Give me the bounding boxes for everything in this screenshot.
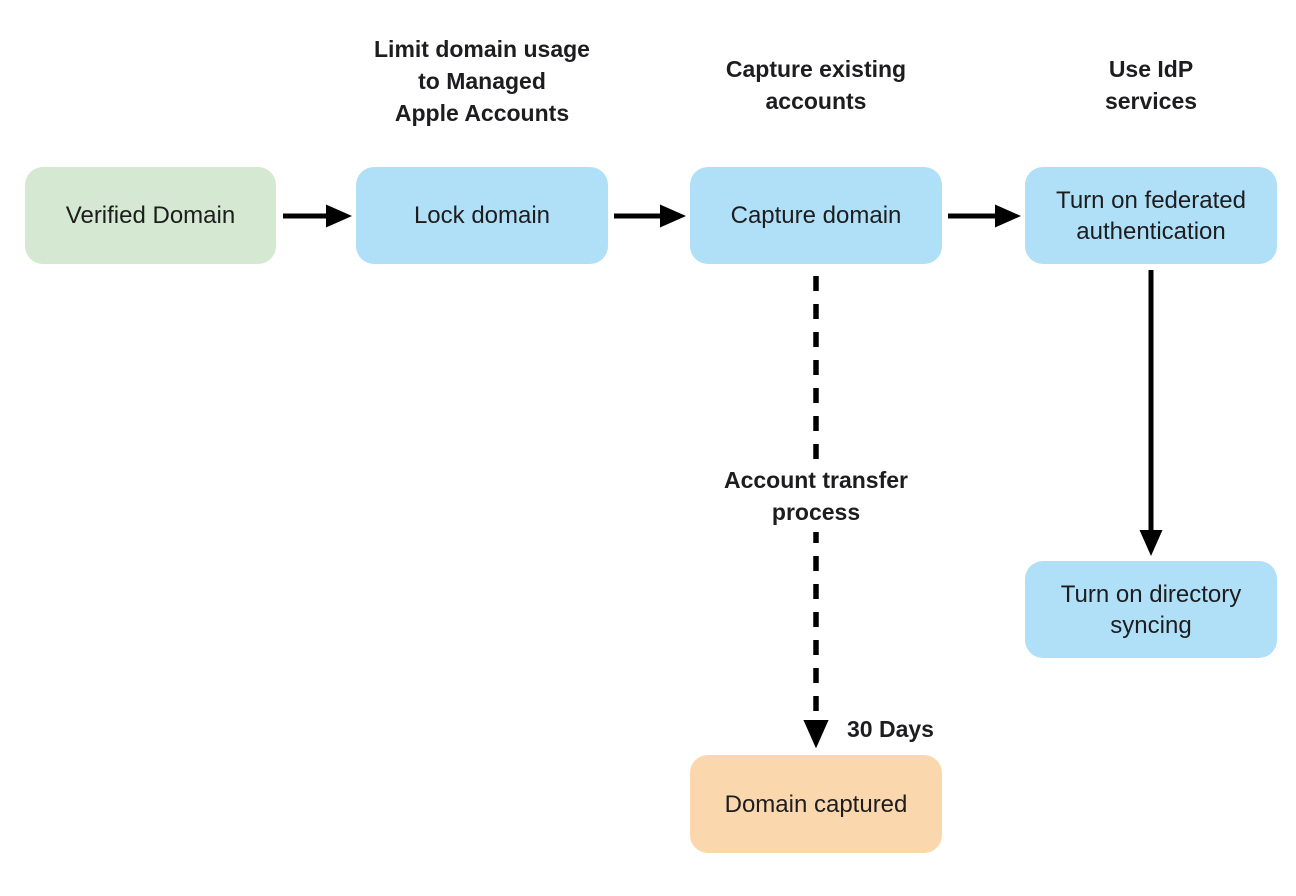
note-limit-domain-usage: Limit domain usage to Managed Apple Acco… [374,36,590,126]
node-directory-syncing: Turn on directory syncing [1025,561,1277,658]
node-domain-captured: Domain captured [690,755,942,853]
note-use-idp-services: Use IdP services [1104,56,1198,114]
note-30-days: 30 Days [847,716,934,742]
node-lock-domain: Lock domain [356,167,608,264]
note-capture-existing-accounts: Capture existing accounts [725,56,907,114]
note-account-transfer-process: Account transfer process [666,460,966,532]
node-capture-domain: Capture domain [690,167,942,264]
node-verified-domain: Verified Domain [25,167,276,264]
node-federated-authentication: Turn on federated authentication [1025,167,1277,264]
